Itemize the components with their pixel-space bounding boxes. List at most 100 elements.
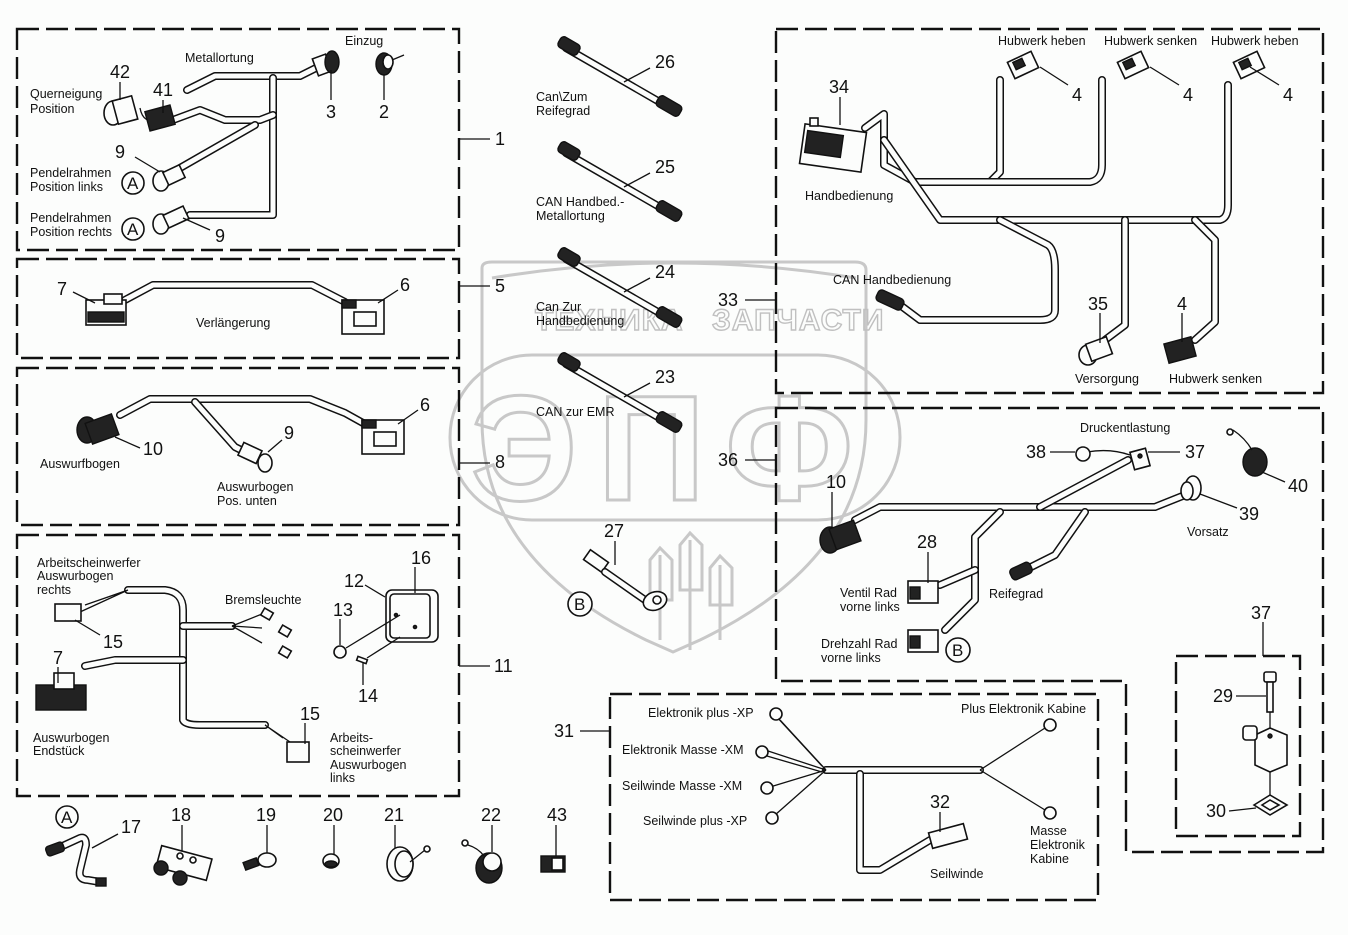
loose-part-19[interactable]: 19 (242, 805, 277, 872)
cap-22-icon (461, 839, 503, 884)
label-vorsatz: Vorsatz (1187, 525, 1229, 539)
ring-terminal-masse-kabine-icon (1043, 806, 1057, 820)
label-ventil-vorne-links: vorne links (840, 600, 900, 614)
cap-40-icon (1226, 428, 1268, 477)
part-number-4-d: 4 (1177, 294, 1187, 314)
part-number-9-right: 9 (215, 226, 225, 246)
part-number-10: 10 (826, 472, 846, 492)
group-5-harness-verlaengerung[interactable]: 5 Verlängerung 7 6 (15, 257, 505, 360)
connector-7-endstueck-icon (35, 672, 87, 711)
connector-6-icon (341, 299, 385, 335)
label-druckentlastung: Druckentlastung (1080, 421, 1170, 435)
part-number-6: 6 (420, 395, 430, 415)
cable-26-label-line2: Reifegrad (536, 104, 590, 118)
part-number-27: 27 (604, 521, 624, 541)
label-reifegrad: Reifegrad (989, 587, 1043, 601)
group-11-harness-beleuchtung[interactable]: 11 (15, 533, 513, 798)
loose-part-20[interactable]: 20 (322, 805, 343, 869)
cap-2-icon (375, 52, 405, 76)
ring-terminal-branches-right (979, 727, 1046, 811)
part-number-34: 34 (829, 77, 849, 97)
loose-part-17[interactable]: A 17 (44, 805, 141, 887)
group-8-harness-auswurfbogen[interactable]: 8 Auswurfbogen Auswurbogen Pos. unten 10… (15, 366, 505, 527)
cable-24[interactable]: 24 Can Zur Handbedienung (536, 246, 683, 328)
label-handbedienung: Handbedienung (805, 189, 893, 203)
clip-20-icon (322, 853, 340, 869)
part-number-6: 6 (400, 275, 410, 295)
group-36-harness-vorsatz[interactable]: 36 (718, 406, 1325, 854)
sensor-27[interactable]: 27 B (567, 521, 669, 617)
watermark-logo-letters: ЭПФ (471, 364, 874, 532)
label-pos-unten: Pos. unten (217, 494, 277, 508)
part-number-4-b: 4 (1183, 85, 1193, 105)
label-seilwinde-masse: Seilwinde Masse -XM (622, 779, 742, 793)
watermark-wheat-icon (648, 530, 734, 650)
connector-4-c-icon (1232, 50, 1266, 80)
part-number-40: 40 (1288, 476, 1308, 496)
group-8-frame (15, 366, 461, 527)
connector-9-right-icon (152, 204, 190, 235)
group-31-frame (608, 692, 1100, 902)
part-number-9: 9 (284, 423, 294, 443)
label-plus-elektronik-kabine: Plus Elektronik Kabine (961, 702, 1086, 716)
connector-6-icon (361, 419, 405, 455)
group-33-harness-handbedienung[interactable]: 33 (718, 27, 1325, 395)
label-einzug: Einzug (345, 34, 383, 48)
label-querneigung: Querneigung (30, 87, 102, 101)
connector-10-icon (76, 412, 120, 446)
label-arbeits: Arbeits- (330, 731, 373, 745)
watermark-band (448, 353, 902, 522)
svg-text:A: A (61, 808, 73, 827)
clamp-19-icon (242, 852, 277, 872)
part-number-3: 3 (326, 102, 336, 122)
reference-b: B (945, 637, 971, 663)
label-can-handbedienung: CAN Handbedienung (833, 273, 951, 287)
sensor-17-plug-icon (95, 877, 107, 887)
part-number-16: 16 (411, 548, 431, 568)
loose-part-18[interactable]: 18 (153, 805, 213, 886)
label-pendelrahmen-rechts: Pendelrahmen (30, 211, 111, 225)
loose-part-22[interactable]: 22 (461, 805, 503, 884)
connector-3-icon (311, 50, 340, 77)
group-31-harness-seilwinde[interactable]: 31 Elektronik plus -XP Elektronik Masse … (554, 692, 1100, 902)
part-number-14: 14 (358, 686, 378, 706)
valve-plug-icon (1242, 725, 1288, 795)
connector-4-d-icon (1163, 335, 1197, 365)
connector-35-icon (1078, 335, 1114, 366)
group-number-1: 1 (495, 129, 505, 149)
reference-a-left: A (121, 171, 145, 195)
part-number-30: 30 (1206, 801, 1226, 821)
label-rechts: rechts (37, 583, 71, 597)
cable-25[interactable]: 25 CAN Handbed.- Metallortung (536, 140, 683, 223)
loose-part-43[interactable]: 43 (540, 805, 567, 873)
cable-26[interactable]: 26 Can\Zum Reifegrad (536, 35, 683, 118)
svg-text:B: B (952, 641, 963, 660)
loose-part-21[interactable]: 21 (384, 805, 431, 882)
part-number-15-right: 15 (103, 632, 123, 652)
svg-text:A: A (127, 220, 139, 239)
cable-24-label-line1: Can Zur (536, 300, 581, 314)
connector-4-b-icon (1116, 50, 1150, 80)
group-37-valve-plug-kit[interactable]: 37 29 30 (1174, 603, 1302, 838)
part-number-41: 41 (153, 80, 173, 100)
svg-text:B: B (574, 595, 585, 614)
group-1-harness-metallortung[interactable]: 1 (15, 27, 505, 252)
part-number-42: 42 (110, 62, 130, 82)
label-bremsleuchte: Bremsleuchte (225, 593, 301, 607)
ring-terminal-plus-kabine-icon (1043, 718, 1057, 732)
label-auswurbogen-links: Auswurbogen (330, 758, 406, 772)
part-number-13: 13 (333, 600, 353, 620)
part-number-28: 28 (917, 532, 937, 552)
reference-b: B (567, 591, 593, 617)
label-pendelrahmen-links: Pendelrahmen (30, 166, 111, 180)
cable-23[interactable]: 23 CAN zur EMR (536, 351, 683, 433)
bulb-13-icon (333, 614, 401, 659)
connector-41-icon (143, 104, 177, 132)
part-number-38: 38 (1026, 442, 1046, 462)
label-endstueck: Endstück (33, 744, 85, 758)
label-auswurfbogen: Auswurfbogen (40, 457, 120, 471)
group-5-frame (15, 257, 461, 360)
label-elektronik: Elektronik (1030, 838, 1086, 852)
cable-23-label: CAN zur EMR (536, 405, 614, 419)
cable-26-label-line1: Can\Zum (536, 90, 587, 104)
